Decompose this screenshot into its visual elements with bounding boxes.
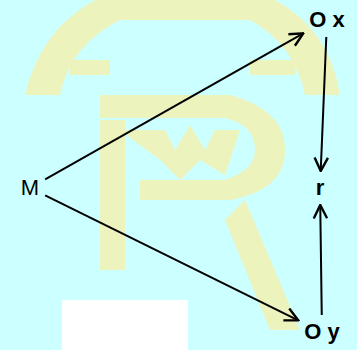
arrow-connector — [45, 33, 303, 179]
label-node: O x — [306, 6, 347, 34]
arrow-connector — [45, 195, 298, 320]
white-patch — [62, 300, 188, 350]
label-node: M — [18, 174, 42, 202]
node-text: M — [21, 176, 39, 200]
node-text: O x — [309, 8, 344, 32]
node-text: r — [316, 176, 325, 200]
label-node: O y — [301, 318, 342, 346]
arrow-connector — [321, 37, 327, 171]
watermark-logo — [25, 0, 340, 330]
node-text: O y — [304, 320, 339, 344]
arrow-connector — [320, 205, 322, 315]
label-node: r — [313, 174, 328, 202]
